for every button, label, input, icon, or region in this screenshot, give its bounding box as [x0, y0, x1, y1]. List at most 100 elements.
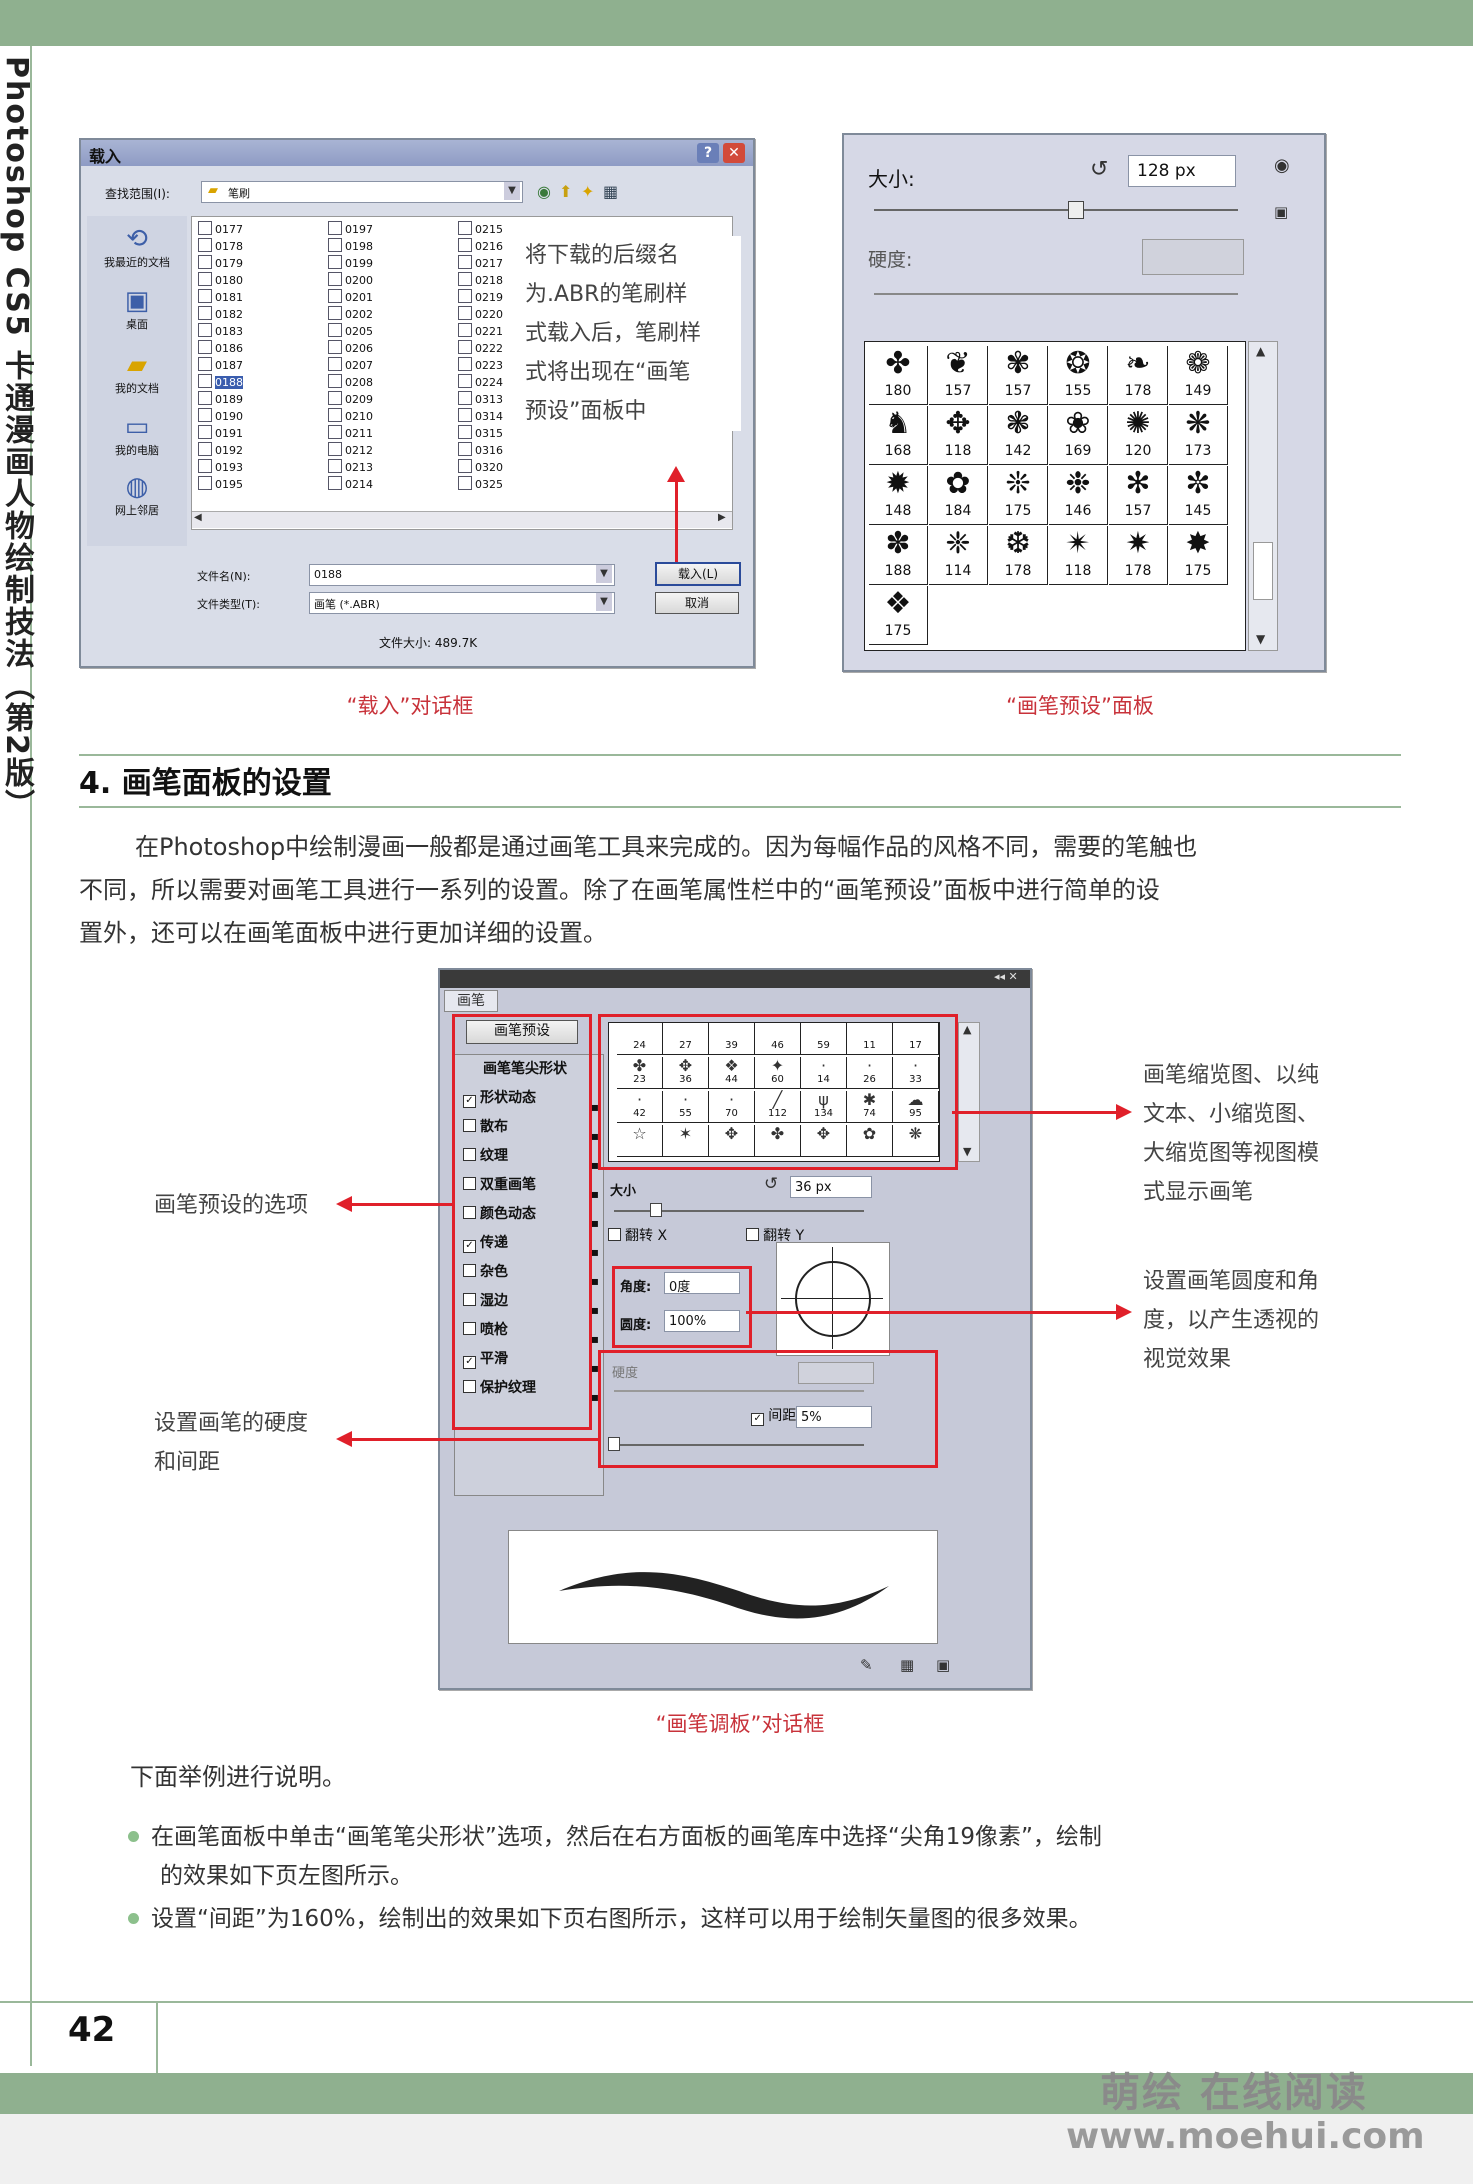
view-menu-icon[interactable]: ▦: [603, 182, 619, 201]
brush-tip-cell[interactable]: ·70: [709, 1091, 755, 1123]
brush-tip-cell[interactable]: 39: [709, 1023, 755, 1055]
load-button[interactable]: 载入(L): [655, 562, 741, 586]
brush-preset-cell[interactable]: ❁149: [1169, 346, 1228, 405]
file-item[interactable]: 0219: [458, 289, 503, 306]
brush-preset-cell[interactable]: ✸175: [1169, 526, 1228, 585]
chevron-down-icon[interactable]: ▼: [596, 565, 612, 583]
option-checkbox[interactable]: [463, 1264, 476, 1277]
brush-preset-cell[interactable]: ❀169: [1049, 406, 1108, 465]
flip-x-checkbox[interactable]: 翻转 X: [600, 1228, 667, 1244]
help-button[interactable]: ?: [697, 143, 719, 163]
brush-tip-cell[interactable]: 24: [617, 1023, 663, 1055]
brush-size-track[interactable]: [614, 1210, 864, 1212]
roundness-input[interactable]: 100%: [664, 1310, 740, 1332]
back-icon[interactable]: ◉: [537, 182, 551, 201]
close-button[interactable]: ✕: [723, 143, 745, 163]
option-checkbox[interactable]: [463, 1322, 476, 1335]
place-my-computer[interactable]: ▭ 我的电脑: [87, 412, 187, 458]
option-checkbox[interactable]: [463, 1293, 476, 1306]
brush-option-item[interactable]: 喷枪▪: [455, 1316, 603, 1346]
file-item[interactable]: 0314: [458, 408, 503, 425]
up-folder-icon[interactable]: ⬆: [559, 182, 573, 201]
brush-tip-cell[interactable]: ·42: [617, 1091, 663, 1123]
brush-option-item[interactable]: 颜色动态▪: [455, 1200, 603, 1230]
scroll-up-icon[interactable]: ▲: [963, 1023, 972, 1036]
brush-preset-cell[interactable]: ✤180: [869, 346, 928, 405]
file-item[interactable]: 0214: [328, 476, 373, 493]
panel-menu-icon[interactable]: ◉: [1274, 155, 1290, 176]
brush-option-item[interactable]: ✓平滑▪: [455, 1345, 603, 1375]
brush-preset-cell[interactable]: ✥118: [929, 406, 988, 465]
brush-tip-cell[interactable]: ✦60: [755, 1057, 801, 1089]
file-item[interactable]: 0183: [198, 323, 243, 340]
lock-icon[interactable]: ▪: [590, 1187, 599, 1201]
file-item[interactable]: 0192: [198, 442, 243, 459]
file-item[interactable]: 0186: [198, 340, 243, 357]
file-item[interactable]: 0188: [198, 374, 243, 391]
brush-tip-cell[interactable]: ✱74: [847, 1091, 893, 1123]
file-item[interactable]: 0206: [328, 340, 373, 357]
file-item[interactable]: 0216: [458, 238, 503, 255]
file-item[interactable]: 0197: [328, 221, 373, 238]
brush-tip-cell[interactable]: ☁95: [893, 1091, 939, 1123]
option-checkbox[interactable]: [463, 1148, 476, 1161]
file-item[interactable]: 0325: [458, 476, 503, 493]
brush-option-item[interactable]: 湿边▪: [455, 1287, 603, 1317]
scroll-up-icon[interactable]: ▲: [1256, 344, 1266, 358]
lock-icon[interactable]: ▪: [590, 1245, 599, 1259]
brush-preset-cell[interactable]: ✹148: [869, 466, 928, 525]
brush-tip-cell[interactable]: ☆: [617, 1125, 663, 1157]
spacing-input[interactable]: 5%: [796, 1406, 872, 1428]
chevron-down-icon[interactable]: ▼: [596, 593, 612, 611]
brush-tip-cell[interactable]: ✤: [755, 1125, 801, 1157]
brush-preset-button[interactable]: 画笔预设: [466, 1020, 578, 1044]
angle-input[interactable]: 0度: [664, 1272, 740, 1295]
file-item[interactable]: 0177: [198, 221, 243, 238]
brush-option-item[interactable]: ✓传递▪: [455, 1229, 603, 1259]
file-item[interactable]: 0187: [198, 357, 243, 374]
reset-icon[interactable]: ↺: [764, 1174, 779, 1194]
brush-preset-cell[interactable]: ✴118: [1049, 526, 1108, 585]
place-my-docs[interactable]: ▰ 我的文档: [87, 350, 187, 396]
place-recent[interactable]: ⟲ 我最近的文档: [87, 224, 187, 270]
vertical-scrollbar[interactable]: ▲ ▼: [1248, 341, 1278, 651]
option-checkbox[interactable]: ✓: [463, 1095, 476, 1108]
brush-tip-cell[interactable]: ╱112: [755, 1091, 801, 1123]
brush-tip-cell[interactable]: ✥: [709, 1125, 755, 1157]
option-checkbox[interactable]: [463, 1177, 476, 1190]
look-in-select[interactable]: ▰ 笔刷 ▼: [201, 181, 523, 203]
horizontal-scrollbar[interactable]: ◀ ▶: [192, 511, 732, 528]
file-item[interactable]: 0208: [328, 374, 373, 391]
scroll-down-icon[interactable]: ▼: [1256, 632, 1266, 646]
brush-preset-cell[interactable]: ❂155: [1049, 346, 1108, 405]
brush-preset-cell[interactable]: ✻157: [1109, 466, 1168, 525]
brush-preset-cell[interactable]: ❉146: [1049, 466, 1108, 525]
lock-icon[interactable]: ▪: [590, 1129, 599, 1143]
file-item[interactable]: 0199: [328, 255, 373, 272]
scroll-left-icon[interactable]: ◀: [194, 512, 202, 523]
brush-tab[interactable]: 画笔: [444, 990, 498, 1012]
file-item[interactable]: 0200: [328, 272, 373, 289]
file-item[interactable]: 0218: [458, 272, 503, 289]
new-preset-icon[interactable]: ▣: [1274, 203, 1289, 221]
brush-preset-cell[interactable]: ❋173: [1169, 406, 1228, 465]
file-item[interactable]: 0195: [198, 476, 243, 493]
lock-icon[interactable]: ▪: [590, 1303, 599, 1317]
brush-preset-cell[interactable]: ❖175: [869, 586, 928, 645]
brush-tip-cell[interactable]: 59: [801, 1023, 847, 1055]
file-item[interactable]: 0215: [458, 221, 503, 238]
filetype-select[interactable]: 画笔 (*.ABR) ▼: [309, 592, 615, 614]
chevron-down-icon[interactable]: ▼: [504, 182, 520, 200]
file-item[interactable]: 0211: [328, 425, 373, 442]
spacing-track[interactable]: [614, 1444, 864, 1446]
file-item[interactable]: 0221: [458, 323, 503, 340]
file-item[interactable]: 0210: [328, 408, 373, 425]
option-checkbox[interactable]: [463, 1206, 476, 1219]
reset-icon[interactable]: ↺: [1090, 157, 1109, 182]
new-folder-icon[interactable]: ✦: [581, 182, 595, 201]
file-item[interactable]: 0224: [458, 374, 503, 391]
brush-tip-cell[interactable]: ✶: [663, 1125, 709, 1157]
file-item[interactable]: 0207: [328, 357, 373, 374]
place-desktop[interactable]: ▣ 桌面: [87, 286, 187, 332]
brush-tip-cell[interactable]: ❋: [893, 1125, 939, 1157]
